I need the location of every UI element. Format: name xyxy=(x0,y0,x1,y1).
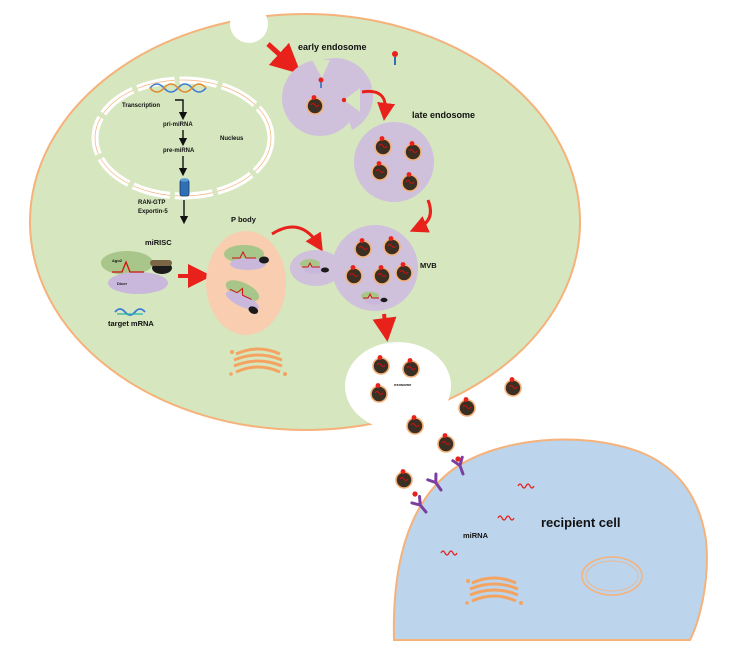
late-endosome xyxy=(354,122,434,202)
donor-cell xyxy=(29,13,581,431)
p-body-complex-lower xyxy=(225,280,260,314)
mvb-label: MVB xyxy=(420,261,437,270)
nucleus-label: Nucleus xyxy=(220,136,244,142)
early-endosome-notch-right xyxy=(344,88,360,112)
early-endosome-label: early endosome xyxy=(298,42,367,52)
early-endosome xyxy=(318,57,374,130)
released-mirna-dot xyxy=(455,456,461,462)
recipient-cell xyxy=(392,438,708,641)
endocytosis-arrow xyxy=(266,42,302,75)
exocytosis-opening xyxy=(345,342,451,430)
pbody-to-mvb-arrow xyxy=(271,225,323,252)
target-mrna-label: target mRNA xyxy=(108,319,154,328)
mvb-side-complex xyxy=(300,259,329,274)
p-body-complex-upper xyxy=(224,245,269,270)
ligand-icon xyxy=(392,51,398,65)
dna-helix-icon xyxy=(149,83,207,93)
late-endosome-label: late endosome xyxy=(412,110,475,120)
released-exosome xyxy=(458,396,476,417)
early-endosome-body xyxy=(282,60,358,136)
early-to-late-arrow xyxy=(361,89,396,121)
mvb-inner-complex xyxy=(361,291,388,305)
ago2-label: Ago2 xyxy=(112,258,123,263)
mvb-to-exosome-arrow xyxy=(372,313,397,342)
dicer-label: Dicer xyxy=(117,281,127,286)
exosome-label: exosome xyxy=(394,382,412,387)
pre-mirna-label: pre-miRNA xyxy=(163,148,195,154)
mirisc-complex xyxy=(101,251,172,294)
ran-gtp-label: RAN-GTP xyxy=(138,200,165,206)
ligand-in-endosome xyxy=(318,77,347,103)
released-exosome xyxy=(504,376,522,397)
early-endosome-notch-top xyxy=(312,60,330,78)
docking-exosome xyxy=(437,432,455,453)
recipient-cell-label: recipient cell xyxy=(541,515,620,530)
pri-mirna-label: pri-miRNA xyxy=(163,122,193,128)
released-mirna-dot xyxy=(412,491,418,497)
endocytosis-notch xyxy=(230,5,268,43)
recipient-nucleus xyxy=(581,556,643,596)
transcription-arrow xyxy=(175,99,188,121)
mirna-label: miRNA xyxy=(463,531,489,540)
exportin-5-label: Exportin-5 xyxy=(138,209,168,215)
mirisc-label: miRISC xyxy=(145,238,172,247)
transcription-label: Transcription xyxy=(122,103,160,109)
mirna-strand-icon xyxy=(114,308,146,316)
recipient-nucleus-inner xyxy=(585,560,639,592)
exportin-channel-icon xyxy=(179,178,190,197)
late-to-mvb-arrow xyxy=(409,199,432,233)
p-body-label: P body xyxy=(231,215,257,224)
docking-exosome xyxy=(395,468,413,489)
